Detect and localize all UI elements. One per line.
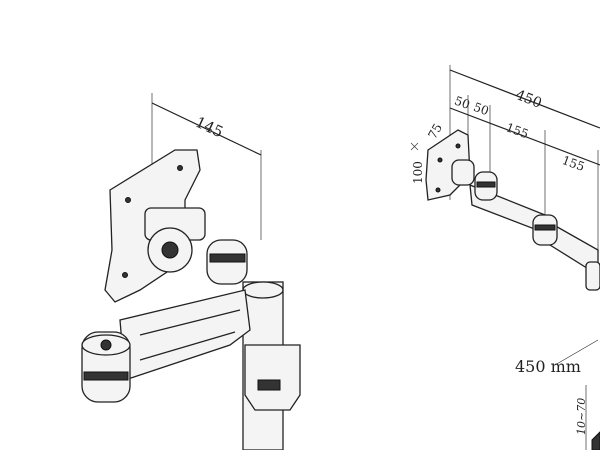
dimension-label-450: 450 bbox=[513, 87, 544, 112]
clamp-screw bbox=[257, 379, 281, 391]
joint-bolt bbox=[100, 339, 112, 351]
arm-edge bbox=[139, 309, 241, 336]
joint-band bbox=[534, 224, 556, 231]
joint-3 bbox=[585, 261, 600, 291]
vesa-hole bbox=[435, 187, 441, 193]
vesa-hole bbox=[177, 165, 183, 171]
right-monitor-arm-view: 450 50 50 155 155 75 100 450 mm 10~70 bbox=[410, 65, 600, 450]
dimension-label-145: 145 bbox=[193, 113, 227, 141]
vesa-label-75: 75 bbox=[425, 121, 445, 141]
vesa-hole bbox=[125, 197, 131, 203]
left-monitor-arm-view: 145 bbox=[81, 93, 301, 450]
vesa-marker bbox=[410, 142, 419, 151]
desk-clamp bbox=[244, 344, 301, 411]
vesa-hole bbox=[455, 143, 461, 149]
vesa-label-100: 100 bbox=[411, 161, 425, 184]
dimension-label-50b: 50 bbox=[472, 100, 491, 118]
clamp-edge bbox=[591, 431, 600, 450]
dimension-label-155a: 155 bbox=[504, 120, 530, 141]
clamp-range-label: 10~70 bbox=[575, 398, 588, 435]
dimension-label-155b: 155 bbox=[560, 153, 586, 174]
reach-label: 450 mm bbox=[515, 357, 581, 376]
vesa-hole bbox=[122, 272, 128, 278]
tilt-head bbox=[451, 159, 475, 186]
pole-cap bbox=[242, 281, 284, 299]
joint-band bbox=[476, 181, 496, 188]
reach-leader-line bbox=[554, 339, 599, 366]
vesa-hole bbox=[437, 157, 443, 163]
arm-edge bbox=[139, 331, 236, 361]
dimension-label-50a: 50 bbox=[453, 93, 472, 111]
dimension-line-145 bbox=[151, 102, 262, 156]
dimension-line-450 bbox=[449, 69, 600, 129]
arm-segment bbox=[119, 289, 251, 381]
joint-band bbox=[83, 371, 129, 381]
dimension-line-segments bbox=[449, 107, 600, 166]
joint-band bbox=[209, 253, 246, 263]
tilt-knob bbox=[161, 241, 179, 259]
